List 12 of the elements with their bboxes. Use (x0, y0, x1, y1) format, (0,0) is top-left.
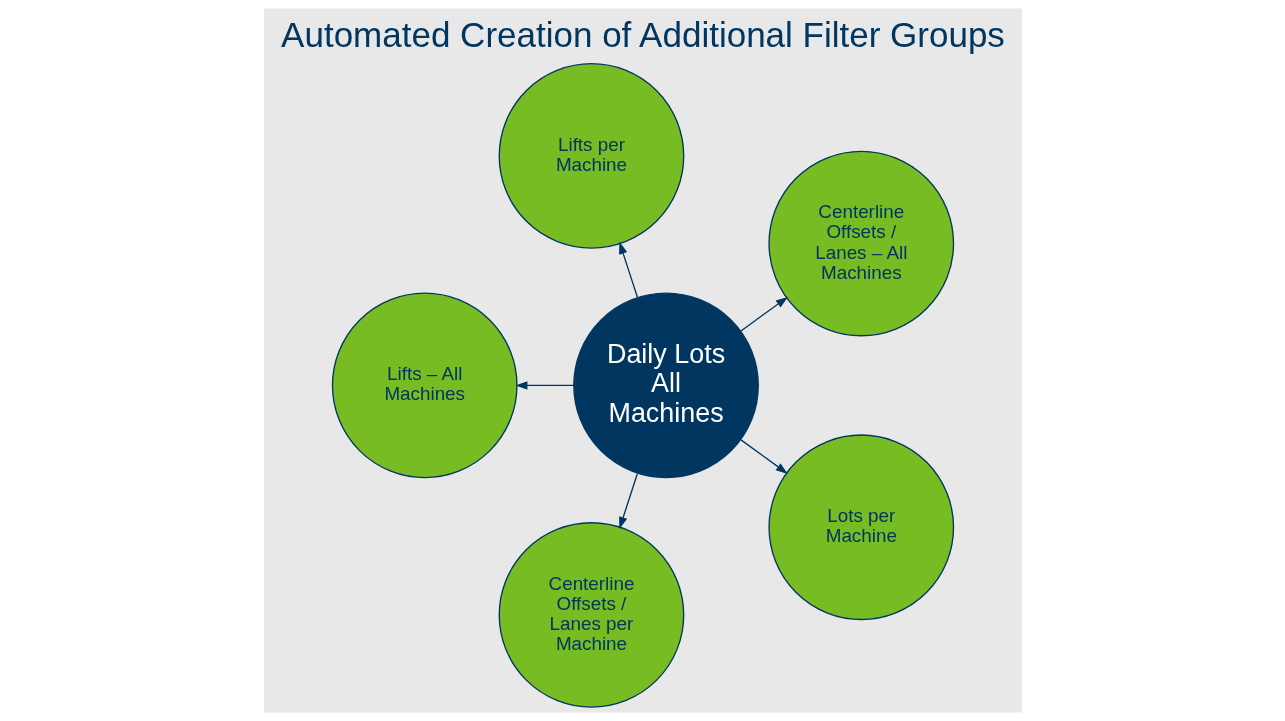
arrow (514, 381, 574, 390)
arrow (739, 439, 788, 474)
node-circle: Lifts – All Machines (331, 292, 518, 479)
node-circle: Lifts per Machine (498, 63, 684, 249)
node-circle: Lots per Machine (767, 434, 954, 621)
arrow (618, 472, 638, 530)
arrow (618, 241, 638, 298)
arrow (739, 296, 788, 332)
node-circle: Centerline Offsets / Lanes – All Machines (767, 150, 954, 337)
node-circle: Daily Lots All Machines (572, 292, 759, 479)
diagram-title: Automated Creation of Additional Filter Groups (280, 15, 1005, 55)
node-circle: Centerline Offsets / Lanes per Machine (498, 522, 684, 708)
